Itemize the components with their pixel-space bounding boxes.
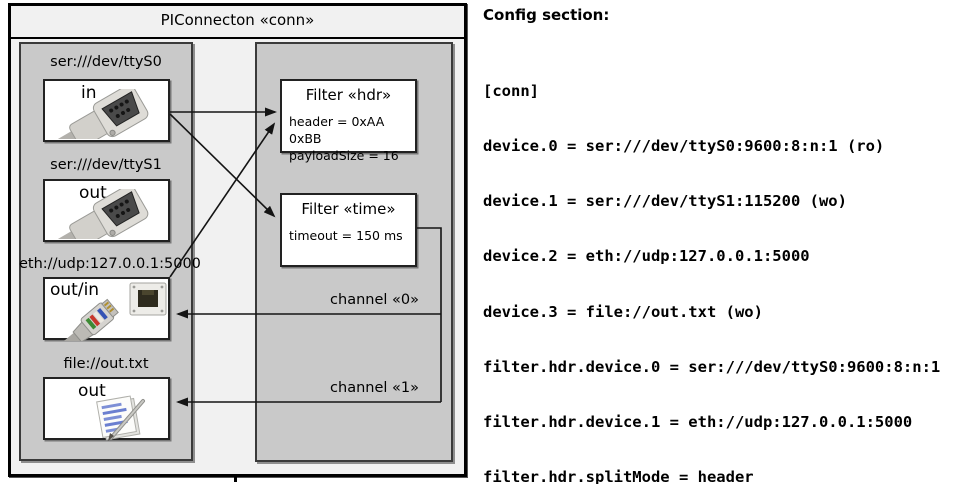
ethernet-plug-icon	[61, 298, 119, 341]
diagram-title: PIConnecton «conn»	[11, 6, 464, 39]
device-box-ttys0: in	[43, 79, 170, 142]
config-line: device.3 = file://out.txt (wo)	[483, 302, 763, 321]
filter-box-time: Filter «time» timeout = 150 ms	[280, 193, 417, 267]
device-label-ttys0: ser:///dev/ttyS0	[50, 54, 162, 70]
notepad-icon	[96, 395, 145, 441]
device-box-eth: out/in	[43, 277, 170, 341]
device-label-ttys1: ser:///dev/ttyS1	[50, 157, 162, 173]
device-label-eth: eth://udp:127.0.0.1:5000	[19, 256, 201, 272]
config-heading: Config section:	[483, 6, 610, 24]
config-line: filter.hdr.splitMode = header	[483, 468, 754, 484]
serial-connector-icon	[57, 89, 149, 139]
config-section: Config section: [conn] device.0 = ser://…	[483, 6, 961, 484]
config-line: filter.hdr.device.0 = ser:///dev/ttyS0:9…	[483, 357, 941, 376]
device-port-label: in	[81, 83, 97, 103]
filter-title: Filter «time»	[301, 200, 396, 218]
ethernet-jack-icon	[129, 282, 167, 316]
channel-1-label: channel «1»	[330, 380, 419, 396]
config-line: filter.hdr.device.1 = eth://udp:127.0.0.…	[483, 413, 913, 432]
device-box-ttys1: out	[43, 179, 170, 242]
device-port-label: out	[78, 381, 106, 401]
filter-property: timeout = 150 ms	[289, 228, 403, 243]
device-port-label: out	[79, 183, 107, 203]
diagram-bottom-tick	[234, 474, 237, 482]
filter-box-hdr: Filter «hdr» header = 0xAA 0xBB payloadS…	[280, 79, 417, 163]
serial-connector-icon	[57, 189, 149, 239]
config-lines: [conn] device.0 = ser:///dev/ttyS0:9600:…	[483, 45, 950, 484]
filter-property: payloadSize = 16	[289, 148, 399, 163]
config-line: device.1 = ser:///dev/ttyS1:115200 (wo)	[483, 192, 847, 211]
filter-title: Filter «hdr»	[305, 86, 392, 104]
config-line: [conn]	[483, 81, 539, 100]
channel-0-label: channel «0»	[330, 292, 419, 308]
device-port-label: out/in	[50, 280, 100, 300]
filter-properties: timeout = 150 ms	[289, 227, 403, 244]
device-label-file: file://out.txt	[63, 356, 149, 372]
device-box-file: out	[43, 377, 170, 441]
filter-properties: header = 0xAA 0xBB payloadSize = 16	[289, 113, 415, 164]
filter-property: header = 0xAA 0xBB	[289, 114, 385, 146]
config-line: device.0 = ser:///dev/ttyS0:9600:8:n:1 (…	[483, 137, 885, 156]
config-line: device.2 = eth://udp:127.0.0.1:5000	[483, 247, 810, 266]
